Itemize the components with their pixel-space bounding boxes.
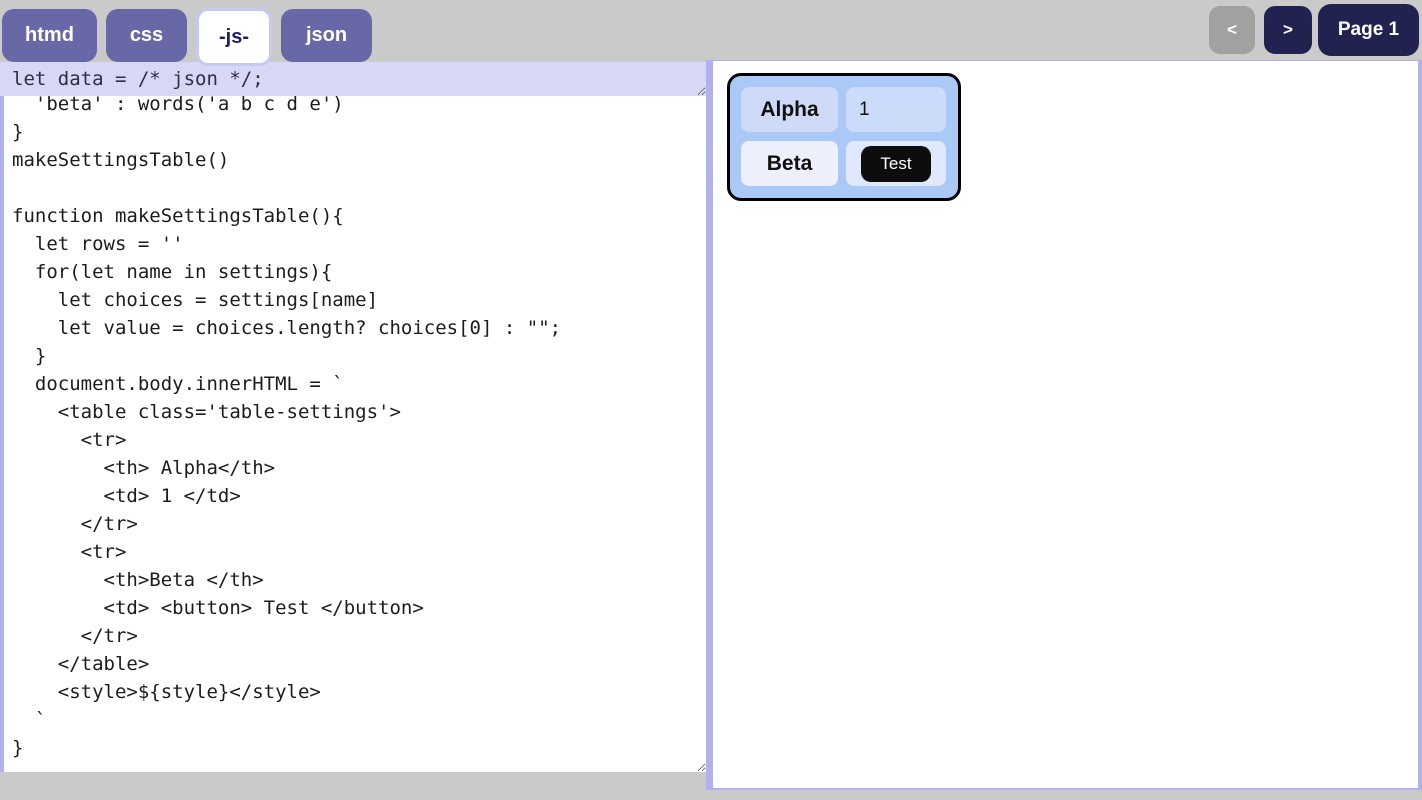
table-value-alpha: 1 <box>846 87 946 132</box>
page-indicator-button[interactable]: Page 1 <box>1318 4 1419 56</box>
table-header-alpha: Alpha <box>741 87 838 132</box>
tab-htmd[interactable]: htmd <box>2 9 97 62</box>
pane-divider <box>706 60 713 790</box>
editor-pane <box>0 62 706 772</box>
preview-pane: Alpha 1 Beta Test <box>713 60 1422 790</box>
settings-table: Alpha 1 Beta Test <box>727 73 961 201</box>
json-data-textarea[interactable] <box>0 62 706 96</box>
table-cell-beta: Test <box>846 141 946 186</box>
table-header-beta: Beta <box>741 141 838 186</box>
test-button[interactable]: Test <box>861 145 931 182</box>
next-page-button[interactable]: > <box>1264 6 1312 54</box>
tab-css[interactable]: css <box>106 9 187 62</box>
tab-js[interactable]: -js- <box>196 8 272 66</box>
tab-json[interactable]: json <box>281 9 372 62</box>
prev-page-button[interactable]: < <box>1209 6 1255 54</box>
js-code-textarea[interactable] <box>4 96 706 772</box>
code-editor-container <box>4 96 706 772</box>
